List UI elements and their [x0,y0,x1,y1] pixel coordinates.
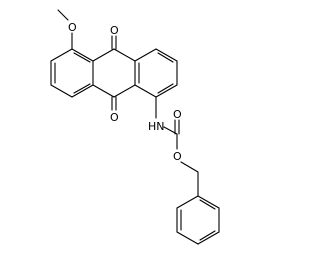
left-benzene-ring [50,48,94,98]
bond [176,195,199,209]
bond [50,48,73,62]
chemical-structure: O O O HN O O [50,9,220,245]
bond-o-ch2 [180,161,199,173]
nh-label: HN [148,120,165,133]
central-quinone-ring [92,35,136,111]
bond [134,48,157,62]
bond [134,84,157,98]
bond [71,48,94,62]
bond [92,48,115,62]
double-bond-inner [199,199,216,210]
bond [155,84,178,98]
ester-oxygen-label: O [173,150,182,163]
double-bond-inner [73,83,91,94]
bond [113,48,136,62]
bond [176,231,199,245]
bond [113,84,136,98]
bond [50,84,73,98]
bond [92,84,115,98]
bond [71,84,94,98]
quinone-oxygen-bottom-label: O [110,111,119,124]
methoxy-group [57,9,73,50]
benzyl-phenyl-ring [176,195,220,245]
carbamate-chain [155,96,199,197]
quinone-oxygen-top-label: O [110,24,119,37]
double-bond-inner [199,230,216,241]
carbonyl-oxygen-label: O [173,108,182,121]
methoxy-oxygen-label: O [68,21,77,34]
bond [197,195,220,209]
double-bond-inner [157,52,174,63]
bond-methyl [57,9,69,21]
double-bond-inner [157,83,174,94]
right-benzene-ring [134,48,178,98]
bond [197,231,220,245]
double-bond-inner [73,52,91,63]
bond [155,48,178,62]
